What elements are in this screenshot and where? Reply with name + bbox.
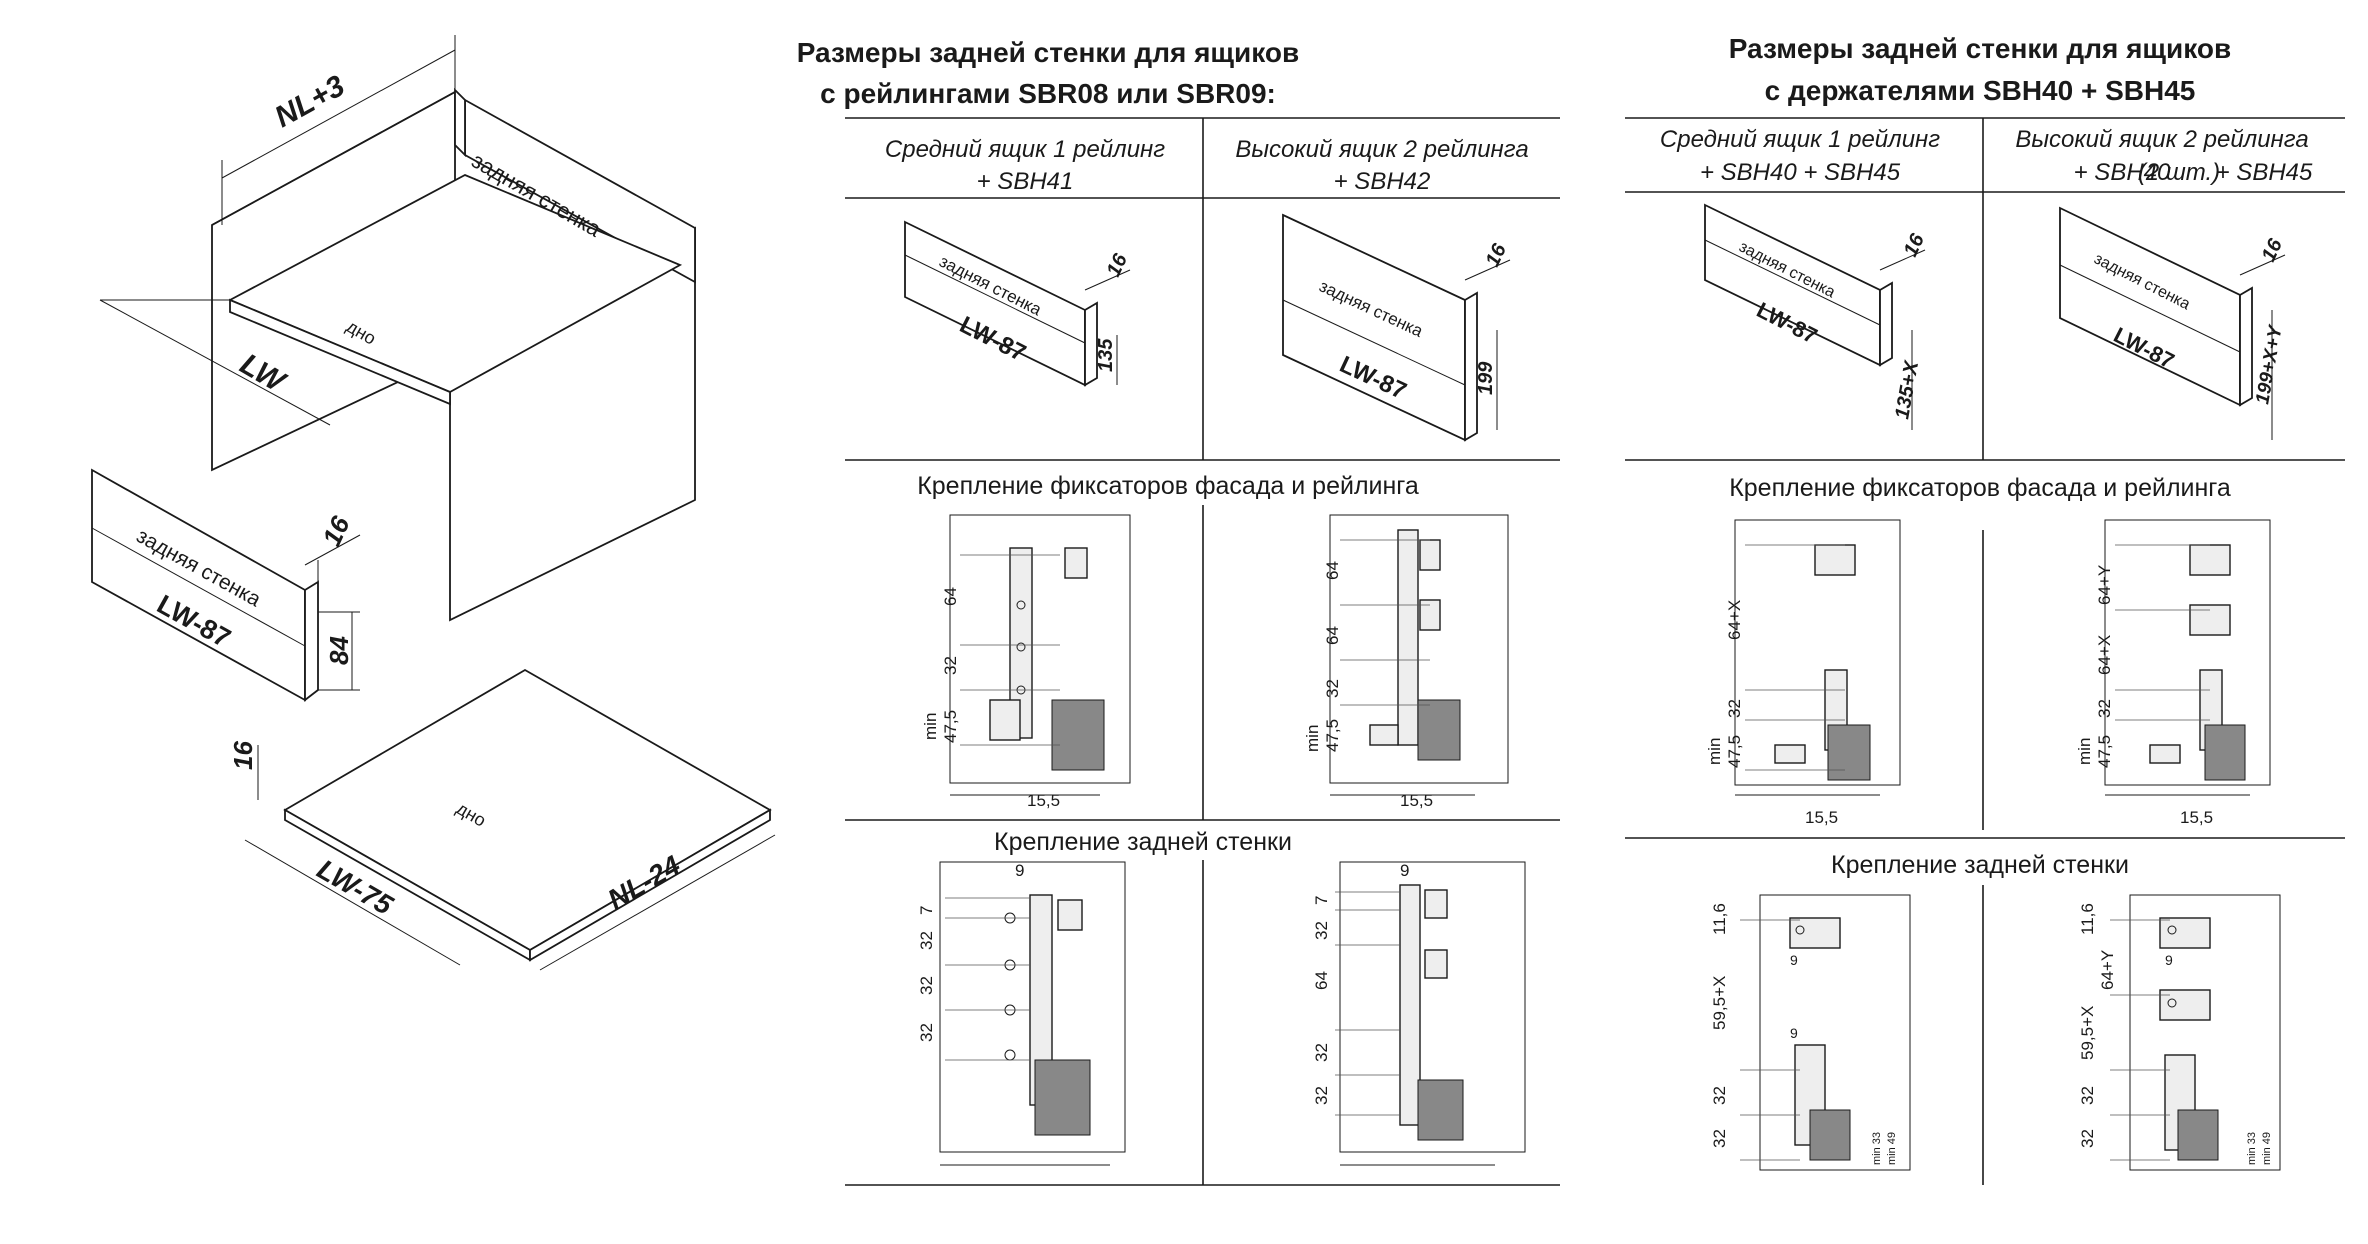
right-fl-dim-475: 47,5 (1725, 735, 1744, 768)
right-front-left-detail: 64+X 32 min 47,5 15,5 (1705, 519, 1901, 827)
mid-fl-dim-32: 32 (941, 656, 960, 675)
mid-fl-dim-475: 47,5 (941, 710, 960, 743)
right-front-right-detail: 64+Y 64+X 32 min 47,5 15,5 (2075, 519, 2271, 827)
right-back-right-detail: 11,6 59,5+X 64+Y 32 32 9 min 33 min 49 (2078, 894, 2281, 1171)
mid-fl-bottom: 15,5 (1027, 791, 1060, 810)
right-title-2: с держателями SBH40 + SBH45 (1765, 75, 2196, 106)
mid-front-left-detail: 64 32 min 47,5 15,5 (921, 514, 1131, 810)
right-section: Размеры задней стенки для ящиков с держа… (1625, 33, 2345, 1185)
mid-br-dim-32c: 32 (1312, 1086, 1331, 1105)
right-col2-line2c: + SBH45 (2216, 159, 2313, 186)
right-fr-dim-64x: 64+X (2095, 635, 2114, 675)
mid-section-back: Крепление задней стенки (994, 828, 1292, 856)
mid-section: Размеры задней стенки для ящиков с рейли… (797, 37, 1560, 1186)
mid-col1-line1: Средний ящик 1 рейлинг (885, 136, 1165, 163)
mid-br-dim-7: 7 (1312, 896, 1331, 905)
right-col2-line2b: (2 шт.) (2138, 159, 2220, 186)
mid-col2-line1: Высокий ящик 2 рейлинга (1235, 136, 1528, 163)
right-fr-dim-64y: 64+Y (2095, 565, 2114, 605)
mid-bl-dim-32b: 32 (917, 976, 936, 995)
iso-nl-label: NL+3 (269, 69, 350, 134)
right-br-min49: min 49 (2261, 1132, 2273, 1165)
right-fr-bottom: 15,5 (2180, 808, 2213, 827)
right-br-dim-32b: 32 (2078, 1129, 2097, 1148)
mid-bl-top: 9 (1015, 861, 1024, 880)
mid-section-front: Крепление фиксаторов фасада и рейлинга (917, 472, 1419, 500)
mid-back-left-detail: 9 7 32 32 32 (917, 861, 1126, 1166)
right-br-dim-64y: 64+Y (2098, 950, 2117, 990)
right-br-min33: min 33 (2246, 1132, 2258, 1165)
mid-fr-bottom: 15,5 (1400, 791, 1433, 810)
right-back-left-detail: 11,6 59,5+X 32 32 9 9 min 33 min 49 (1710, 894, 1911, 1171)
right-bl-min33: min 33 (1871, 1132, 1883, 1165)
mid-br-dim-32a: 32 (1312, 921, 1331, 940)
right-br-nine: 9 (2165, 952, 2173, 968)
iso-panel-height: 84 (324, 636, 354, 665)
right-wall-1-height: 135+X (1891, 358, 1923, 421)
iso-panel-thickness: 16 (316, 511, 356, 550)
mid-bl-dim-32a: 32 (917, 931, 936, 950)
right-wall-2-thick: 16 (2258, 235, 2288, 265)
mid-wall-2-height: 199 (1475, 361, 1497, 395)
mid-col1-line2: + SBH41 (977, 168, 1074, 195)
right-bl-dim-32b: 32 (1710, 1129, 1729, 1148)
right-wall-2-height: 199+X+Y (2252, 322, 2287, 406)
right-fl-dim-64x: 64+X (1725, 600, 1744, 640)
mid-fr-dim-64a: 64 (1323, 561, 1342, 580)
right-bl-nine-b: 9 (1790, 1025, 1798, 1041)
right-col2-line2a: + SBH40 (2074, 159, 2171, 186)
iso-drawer: NL+3 LW задняя стенка дно (99, 35, 696, 622)
mid-front-right-detail: 64 64 32 min 47,5 15,5 (1303, 514, 1509, 810)
mid-fr-dim-64b: 64 (1323, 626, 1342, 645)
right-fl-dim-min: min (1705, 738, 1724, 765)
mid-br-top: 9 (1400, 861, 1409, 880)
right-fr-dim-475: 47,5 (2095, 735, 2114, 768)
right-bl-dim-595x: 59,5+X (1710, 976, 1729, 1030)
right-bl-dim-32a: 32 (1710, 1086, 1729, 1105)
mid-col2-line2: + SBH42 (1334, 168, 1431, 195)
right-col2-line1: Высокий ящик 2 рейлинга (2015, 126, 2308, 153)
right-col1-line1: Средний ящик 1 рейлинг (1660, 126, 1940, 153)
right-bl-nine-a: 9 (1790, 952, 1798, 968)
right-fl-bottom: 15,5 (1805, 808, 1838, 827)
mid-br-dim-32b: 32 (1312, 1043, 1331, 1062)
mid-fr-dim-32: 32 (1323, 679, 1342, 698)
right-section-front: Крепление фиксаторов фасада и рейлинга (1729, 474, 2231, 502)
iso-bottom-thickness: 16 (228, 741, 258, 770)
mid-bl-dim-7: 7 (917, 906, 936, 915)
right-title-1: Размеры задней стенки для ящиков (1729, 33, 2231, 64)
mid-wall-2-thick: 16 (1482, 240, 1512, 270)
right-bl-min49: min 49 (1886, 1132, 1898, 1165)
mid-wall-2: задняя стенка LW-87 16 199 (1282, 213, 1512, 442)
right-wall-1-thick: 16 (1900, 230, 1930, 260)
right-fr-dim-min: min (2075, 738, 2094, 765)
mid-back-right-detail: 9 7 32 64 32 32 (1312, 861, 1526, 1166)
mid-br-dim-64: 64 (1312, 971, 1331, 990)
right-fr-dim-32: 32 (2095, 699, 2114, 718)
mid-title-1: Размеры задней стенки для ящиков (797, 37, 1299, 68)
right-bl-dim-116: 11,6 (1710, 903, 1729, 935)
mid-fl-dim-min: min (921, 713, 940, 740)
right-fl-dim-32: 32 (1725, 699, 1744, 718)
mid-fr-dim-475: 47,5 (1323, 719, 1342, 752)
right-br-dim-32a: 32 (2078, 1086, 2097, 1105)
mid-bl-dim-32c: 32 (917, 1023, 936, 1042)
mid-fl-dim-64: 64 (941, 587, 960, 606)
right-br-dim-116: 11,6 (2078, 903, 2097, 935)
mid-wall-1-height: 135 (1095, 338, 1117, 372)
right-br-dim-595x: 59,5+X (2078, 1006, 2097, 1060)
mid-wall-1: задняя стенка LW-87 16 135 (904, 220, 1133, 387)
mid-fr-dim-min: min (1303, 725, 1322, 752)
right-wall-2: задняя стенка LW-87 16 199+X+Y (2059, 206, 2288, 440)
mid-title-2: с рейлингами SBR08 или SBR09: (820, 78, 1276, 109)
right-section-back: Крепление задней стенки (1831, 851, 2129, 879)
iso-bottom-panel: дно 16 LW-75 NL-24 (228, 668, 776, 971)
right-col1-line2: + SBH40 + SBH45 (1700, 159, 1901, 186)
iso-back-wall-panel: задняя стенка LW-87 16 84 (91, 468, 361, 702)
right-wall-1: задняя стенка LW-87 16 135+X (1704, 203, 1930, 430)
mid-wall-1-thick: 16 (1103, 250, 1133, 280)
